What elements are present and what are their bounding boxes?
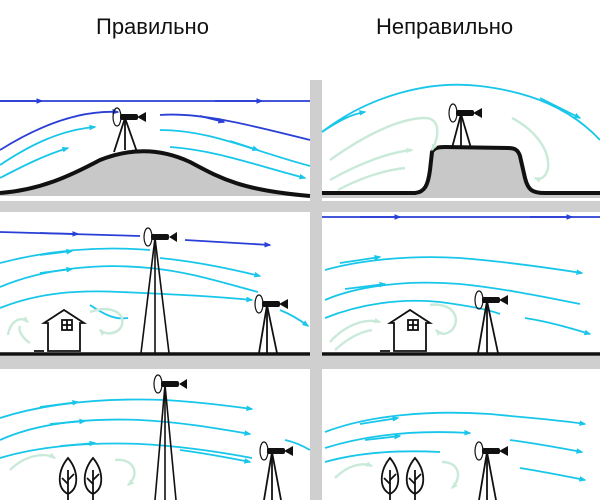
- panel-trees-correct: [0, 374, 311, 500]
- anemometer-icon: [143, 227, 178, 247]
- panel-trees-incorrect: [324, 411, 587, 500]
- anemometer-icon: [474, 441, 509, 461]
- panel-dividers: [0, 80, 600, 500]
- tree-icon: [405, 456, 425, 500]
- panel-house-correct: [0, 227, 310, 356]
- panel-plateau-incorrect: [321, 83, 600, 198]
- tree-icon: [83, 456, 103, 500]
- anemometer-icon: [153, 374, 188, 394]
- tree-icon: [380, 456, 400, 500]
- house-icon: [380, 308, 434, 352]
- column-title-incorrect: Неправильно: [376, 14, 514, 39]
- anemometer-icon: [112, 107, 147, 127]
- tree-icon: [58, 456, 78, 500]
- panel-house-incorrect: [322, 214, 600, 356]
- panel-hill-correct: [0, 98, 311, 198]
- house-icon: [34, 308, 88, 352]
- anemometer-icon: [448, 103, 483, 123]
- column-title-correct: Правильно: [96, 14, 209, 39]
- anemometer-icon: [259, 441, 294, 461]
- anemometer-icon: [474, 290, 509, 310]
